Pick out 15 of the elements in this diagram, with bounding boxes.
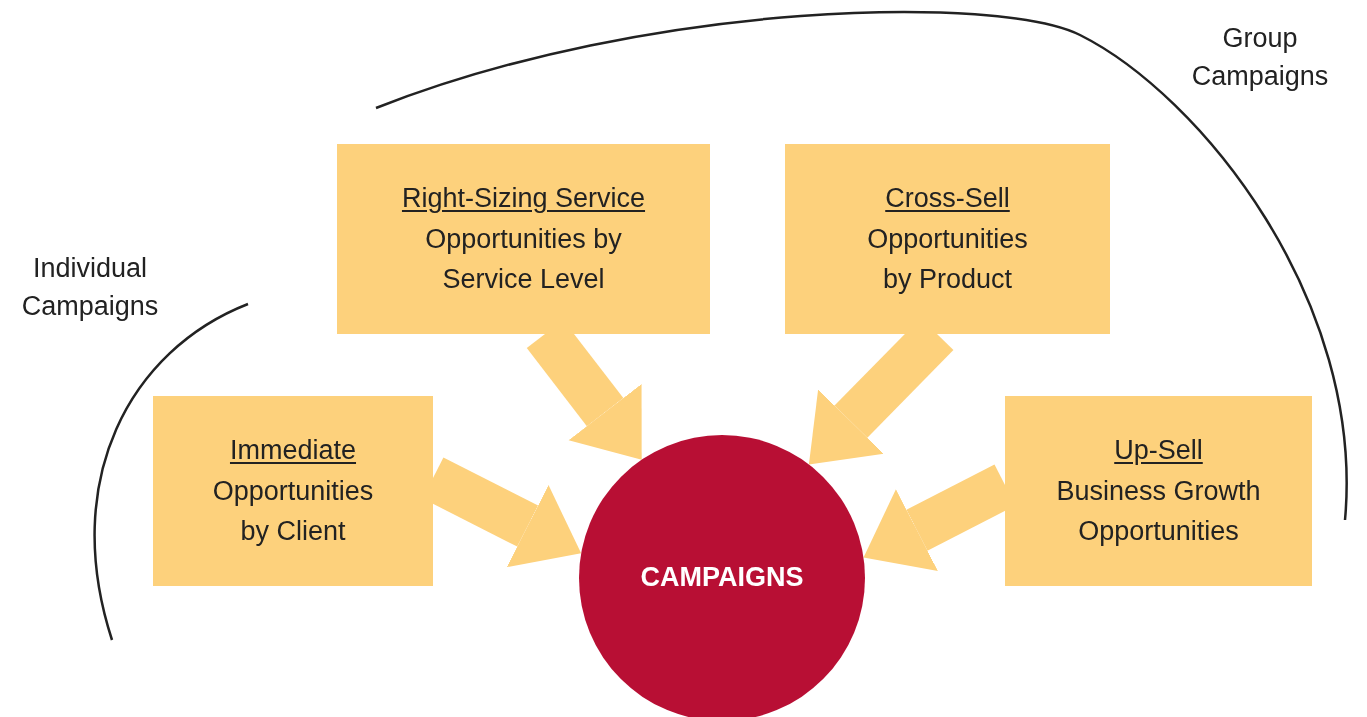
box-heading: Up-Sell: [1114, 434, 1203, 468]
box-text: Business Growth Opportunities: [1055, 475, 1262, 548]
box-heading: Immediate: [229, 434, 357, 468]
box-heading: Right-Sizing Service: [401, 182, 646, 216]
box-text: Opportunities by Client: [211, 475, 375, 548]
group-label: Group Campaigns: [1190, 22, 1330, 93]
opportunity-box: [785, 144, 1110, 334]
box-text: CAMPAIGNS: [640, 561, 804, 595]
box-text: Opportunities by Product: [866, 223, 1029, 296]
box-text: Opportunities by Service Level: [424, 223, 623, 296]
opportunity-box: [153, 396, 433, 586]
group-label: Individual Campaigns: [20, 252, 160, 323]
opportunity-box: [337, 144, 710, 334]
box-heading: Cross-Sell: [885, 182, 1010, 216]
opportunity-box: [1005, 396, 1312, 586]
